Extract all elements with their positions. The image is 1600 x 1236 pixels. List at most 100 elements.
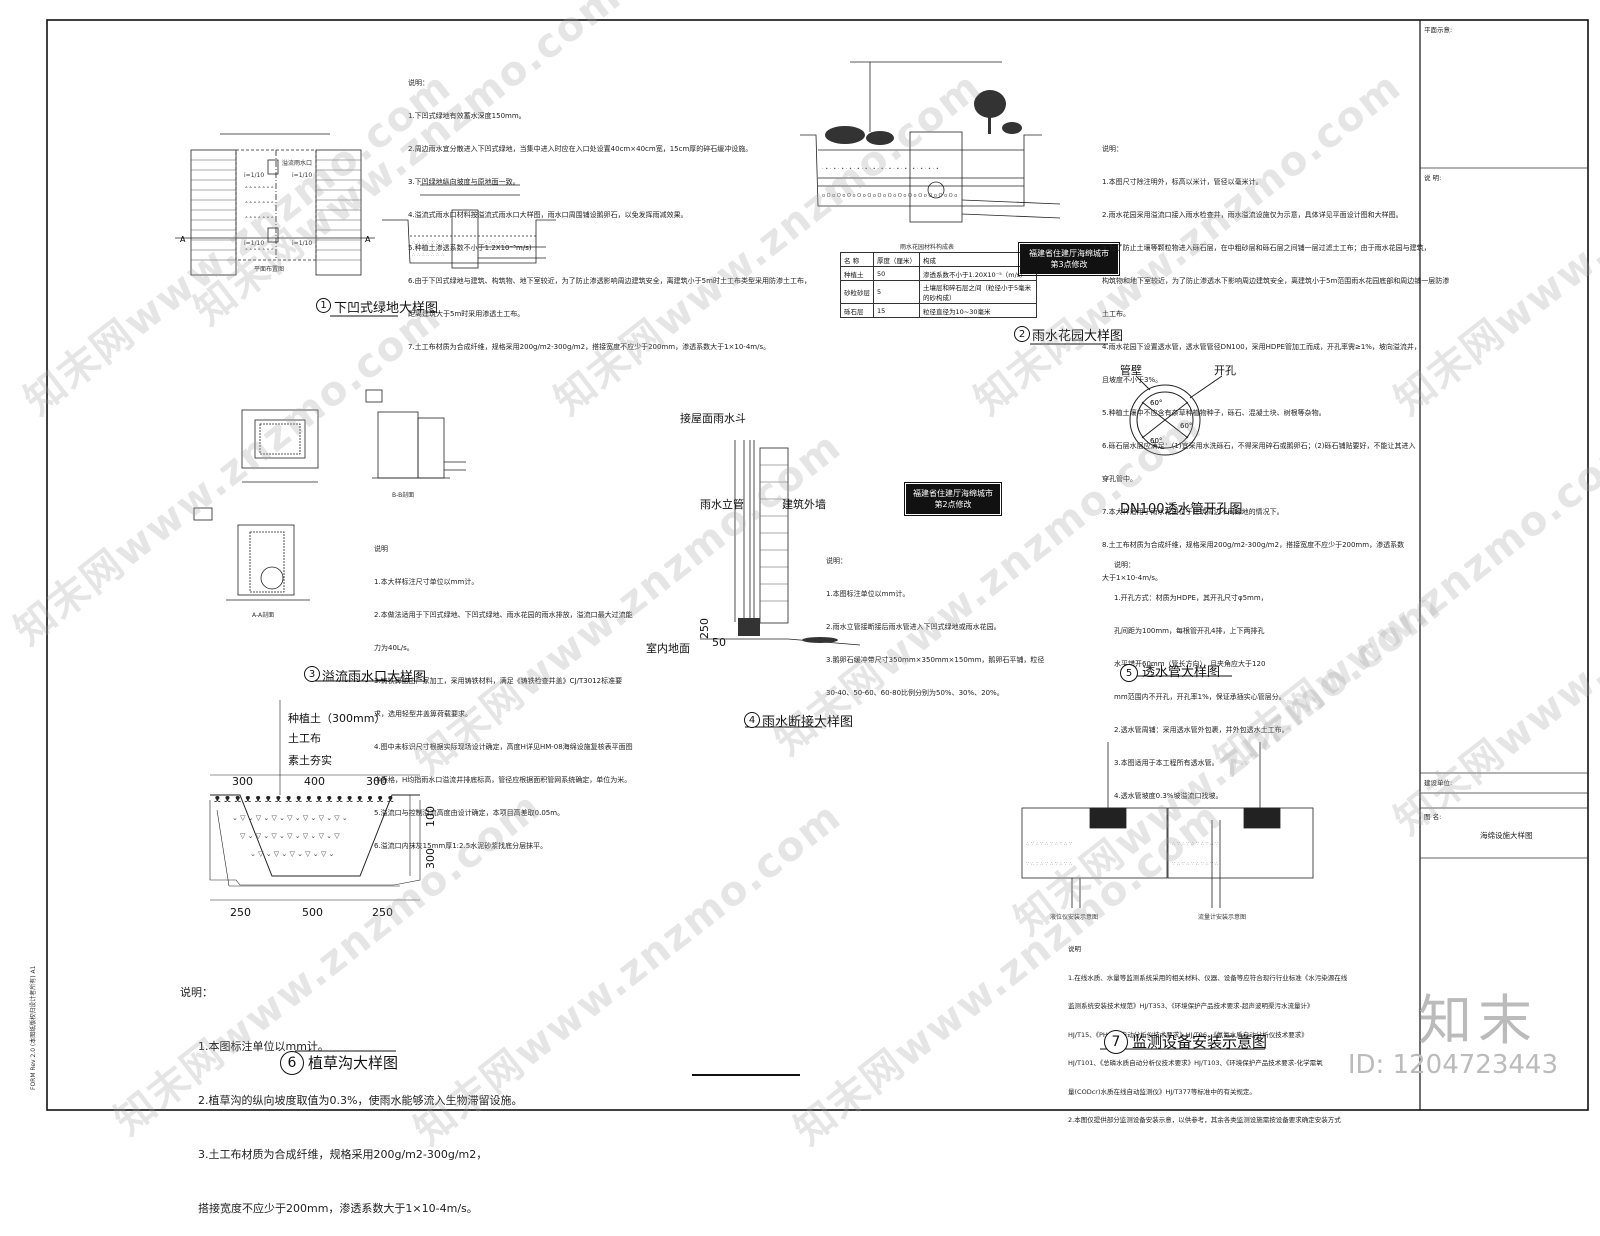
d1-section-mark-left: A — [180, 235, 186, 244]
d6-dim-side-100: 100 — [424, 806, 437, 827]
svg-text:ᴥ ᴥ ᴥ ᴥ ᴥ ᴥ ᴥ ᴥ ᴥ ᴥ ᴥ ᴥ ᴥ ᴥ ᴥ: ᴥ ᴥ ᴥ ᴥ ᴥ ᴥ ᴥ ᴥ ᴥ ᴥ ᴥ ᴥ ᴥ ᴥ ᴥ ᴥ ᴥ ᴥ — [214, 792, 394, 805]
d1-grass-marks: ᐞ ᐞ ᐞ ᐞ ᐞ ᐞ ᐞ ᐞ ᐞ ᐞ ᐞ ᐞ ᐞ ᐞ ᐞ ᐞ ᐞ ᐞ ᐞ ᐞ … — [245, 186, 274, 254]
svg-text:⌄ ▽ ⌄ ▽ ⌄ ▽ ⌄ ▽ ⌄ ▽ ⌄: ⌄ ▽ ⌄ ▽ ⌄ ▽ ⌄ ▽ ⌄ ▽ ⌄ — [250, 850, 334, 858]
svg-text:o O o O o O o O o O o O o O o: o O o O o O o O o O o O o O o O o O o O … — [822, 193, 957, 199]
d6-dim-top-left: 300 — [232, 775, 253, 788]
d5-label-hole: 开孔 — [1214, 364, 1236, 377]
d6-number-badge: 6 — [280, 1051, 304, 1075]
d4-revision-stamp: 福建省住建厅海绵城市 第2点修改 — [904, 482, 1002, 516]
title-block-plan-label: 平面示意: — [1424, 26, 1453, 34]
d6-dim-top-right: 300 — [366, 775, 387, 788]
svg-text:▽ ⌄ ▽ ⌄ ▽ ⌄ ▽ ⌄ ▽ ⌄ ▽ ⌄ ▽: ▽ ⌄ ▽ ⌄ ▽ ⌄ ▽ ⌄ ▽ ⌄ ▽ ⌄ ▽ — [240, 832, 340, 840]
svg-text:∴ ∵ ∴ ∵ ∴ ∵ ∴ ∵ ∴ ∵: ∴ ∵ ∴ ∵ ∴ ∵ ∴ ∵ ∴ ∵ — [1172, 841, 1218, 847]
d4-dim-250: 250 — [698, 618, 711, 639]
d7-notes: 说明 1.在线水质、水量等监测系统采用的相关材料、仪器、设备等应符合现行行业标准… — [1068, 945, 1348, 1124]
svg-text:∴ ∴ ∴ ∴ ∴: ∴ ∴ ∴ ∴ ∴ — [484, 240, 506, 246]
d3-aa-section — [193, 507, 310, 601]
svg-text:∴ ∴ ∴ ∴ ∴ ∴ ∴: ∴ ∴ ∴ ∴ ∴ ∴ ∴ — [412, 240, 444, 246]
svg-text:∴ ∴ ∴ ∴ ∴ ∴ ∴: ∴ ∴ ∴ ∴ ∴ ∴ ∴ — [412, 252, 444, 258]
d4-wall — [700, 440, 861, 646]
title-block-drawing-name: 海绵设施大样图 — [1480, 831, 1533, 840]
d3-bb-section — [365, 389, 466, 479]
title-block-unit-label: 建设单位: — [1424, 779, 1453, 787]
watermark-id: ID: 1204723443 — [1347, 1050, 1558, 1080]
svg-text:ᐞ ᐞ ᐞ ᐞ ᐞ ᐞ ᐞ: ᐞ ᐞ ᐞ ᐞ ᐞ ᐞ ᐞ — [245, 201, 274, 207]
svg-text:ᐞ ᐞ ᐞ ᐞ ᐞ ᐞ ᐞ: ᐞ ᐞ ᐞ ᐞ ᐞ ᐞ ᐞ — [245, 186, 274, 192]
drawing-linework: A A ᐞ ᐞ ᐞ ᐞ ᐞ ᐞ ᐞ ᐞ ᐞ ᐞ ᐞ ᐞ ᐞ ᐞ ᐞ ᐞ ᐞ ᐞ … — [46, 19, 1589, 1111]
d6-dim-bottom-mid: 500 — [302, 906, 323, 919]
d1-plan-slope-3: i=1/10 — [244, 240, 265, 247]
d4-label-indoor: 室内地面 — [646, 642, 690, 655]
d1-notes: 说明： 1.下凹式绿地有效蓄水深度150mm。 2.周边雨水宜分散进入下凹式绿地… — [408, 79, 811, 351]
d6-layer-geotextile: 土工布 — [288, 732, 321, 745]
d3-title: 溢流雨水口大样图 — [322, 670, 427, 685]
d5-label-wall: 管壁 — [1120, 364, 1142, 377]
d7-caption-level: 液位仪安装示意图 — [1050, 914, 1099, 921]
d7-fill: ∴ ∵ ∴ ∵ ∴ ∵ ∴ ∵ ∴ ∵ ∵ ∴ ∵ ∴ ∵ ∴ ∵ ∴ ∵ ∴ … — [1026, 841, 1218, 867]
d3-notes: 说明 1.本大样标注尺寸单位以mm计。 2.本做法适用于下凹式绿地、下凹式绿地、… — [374, 545, 633, 850]
svg-text:⌄ ▽ ⌄ ▽ ⌄ ▽ ⌄ ▽ ⌄ ▽ ⌄ ▽ ⌄ ▽ ⌄: ⌄ ▽ ⌄ ▽ ⌄ ▽ ⌄ ▽ ⌄ ▽ ⌄ ▽ ⌄ ▽ ⌄ — [232, 814, 348, 822]
title-underlines — [295, 315, 1265, 1076]
svg-text:ᐞ ᐞ ᐞ ᐞ ᐞ ᐞ ᐞ: ᐞ ᐞ ᐞ ᐞ ᐞ ᐞ ᐞ — [245, 216, 274, 222]
d7-number-badge: 7 — [1104, 1030, 1128, 1054]
d2-plants — [825, 90, 1022, 145]
d4-ground — [738, 618, 838, 643]
d5-notes: 说明： 1.开孔方式：材质为HDPE，其开孔尺寸φ5mm， 孔间距为100mm，… — [1114, 561, 1289, 800]
d7-caption-flow: 流量计安装示意图 — [1198, 914, 1247, 921]
d7-title: 监测设备安装示意图 — [1132, 1033, 1268, 1051]
watermark-brand: 知末 — [1418, 989, 1538, 1052]
d1-section — [382, 184, 556, 269]
d5-number-badge: 5 — [1120, 664, 1138, 682]
d1-section-mark-right: A — [365, 235, 371, 244]
d6-title: 植草沟大样图 — [308, 1054, 399, 1072]
d1-section-fill: ∴ ∴ ∴ ∴ ∴ ∴ ∴ ∴ ∴ ∴ ∴ ∴ ∴ ∴ ∴ ∴ ∴ ∴ ∴ — [412, 240, 506, 258]
d2-table-title: 雨水花园材料构成表 — [900, 244, 955, 251]
d1-plan-caption: 平面布置图 — [254, 266, 285, 273]
sheet-side-label: FORM Rev 2.0 (本图纸版权归设计者所有) A1 — [30, 965, 37, 1090]
drawing-sheet: A A ᐞ ᐞ ᐞ ᐞ ᐞ ᐞ ᐞ ᐞ ᐞ ᐞ ᐞ ᐞ ᐞ ᐞ ᐞ ᐞ ᐞ ᐞ … — [46, 19, 1589, 1111]
d6-swale — [209, 700, 421, 901]
svg-text:· ∙ · ∙ · ∙ · ∙ · ∙ · ∙ · ∙ ·: · ∙ · ∙ · ∙ · ∙ · ∙ · ∙ · ∙ · ∙ · ∙ · ∙ … — [822, 166, 939, 172]
d4-label-wall: 建筑外墙 — [782, 498, 826, 511]
d6-swale-fill: ⌄ ▽ ⌄ ▽ ⌄ ▽ ⌄ ▽ ⌄ ▽ ⌄ ▽ ⌄ ▽ ⌄ ▽ ⌄ ▽ ⌄ ▽ … — [232, 814, 348, 858]
d3-caption-bb: B-B剖面 — [392, 492, 415, 499]
d4-notes: 说明： 1.本图标注单位以mm计。 2.雨水立管接断接后雨水管进入下凹式绿地或雨… — [826, 557, 1045, 697]
d2-number-badge: 2 — [1014, 326, 1030, 342]
table-row: 名 称厚度（厘米）构成 — [840, 252, 1037, 267]
d1-plan-slope-4: i=1/10 — [292, 240, 313, 247]
svg-text:ᐞ ᐞ ᐞ ᐞ ᐞ ᐞ ᐞ: ᐞ ᐞ ᐞ ᐞ ᐞ ᐞ ᐞ — [245, 248, 274, 254]
d2-title: 雨水花园大样图 — [1032, 329, 1124, 344]
d2-notes: 说明： 1.本图尺寸除注明外，标高以米计，管径以毫米计。 2.雨水花园采用溢流口… — [1102, 145, 1450, 582]
d1-number-badge: 1 — [316, 298, 331, 313]
d3-caption-aa: A-A剖面 — [252, 612, 275, 619]
d3-number-badge: 3 — [304, 666, 320, 682]
svg-text:∴ ∵ ∴ ∵ ∴ ∵ ∴ ∵ ∴ ∵: ∴ ∵ ∴ ∵ ∴ ∵ ∴ ∵ ∴ ∵ — [1026, 841, 1072, 847]
d6-dim-bottom-left: 250 — [230, 906, 251, 919]
d4-label-downpipe: 雨水立管 — [700, 498, 744, 511]
d5-title: 透水管大样图 — [1142, 665, 1221, 680]
d5-angle-2: 60° — [1150, 437, 1162, 445]
d1-plan-slope-1: i=1/10 — [244, 172, 265, 179]
d4-dim-50: 50 — [712, 636, 726, 649]
d7-level-gauge — [1021, 742, 1168, 908]
d1-plan-slope-2: i=1/10 — [292, 172, 313, 179]
d6-layer-soil: 种植土（300mm） — [288, 712, 386, 725]
svg-text:∵ ∴ ∵ ∴ ∵ ∴ ∵ ∴ ∵ ∴: ∵ ∴ ∵ ∴ ∵ ∴ ∵ ∴ ∵ ∴ — [1026, 861, 1072, 867]
d7-flow-meter — [1167, 742, 1314, 908]
d4-title: 雨水断接大样图 — [762, 715, 854, 730]
title-block-notes-label: 说 明: — [1424, 174, 1442, 182]
d5-angle-3: 60° — [1180, 422, 1192, 430]
d6-grass: ᴥ ᴥ ᴥ ᴥ ᴥ ᴥ ᴥ ᴥ ᴥ ᴥ ᴥ ᴥ ᴥ ᴥ ᴥ ᴥ ᴥ ᴥ — [214, 792, 394, 805]
d4-number-badge: 4 — [744, 712, 760, 728]
svg-text:∵ ∴ ∵ ∴ ∵ ∴ ∵ ∴ ∵ ∴: ∵ ∴ ∵ ∴ ∵ ∴ ∵ ∴ ∵ ∴ — [1172, 861, 1218, 867]
title-block-drawing-name-label: 图 名: — [1424, 813, 1442, 821]
d1-title: 下凹式绿地大样图 — [334, 301, 439, 316]
d2-revision-stamp: 福建省住建厅海绵城市 第3点修改 — [1018, 242, 1120, 276]
d5-angle-1: 60° — [1150, 399, 1162, 407]
d3-plan — [241, 409, 319, 483]
d6-layer-compacted: 素土夯实 — [288, 754, 332, 767]
